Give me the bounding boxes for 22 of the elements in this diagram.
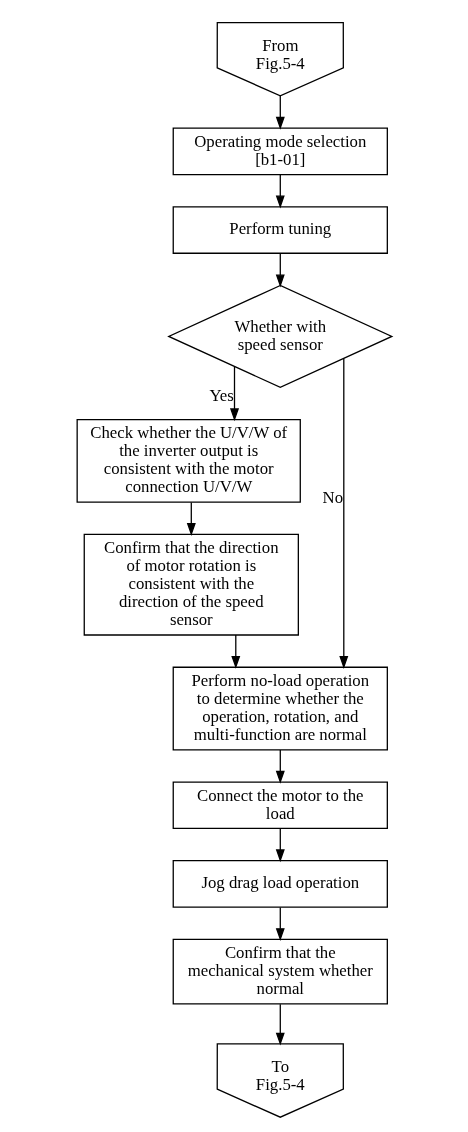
edge-label: No	[322, 487, 343, 507]
arrow	[229, 365, 239, 422]
arrow	[275, 174, 285, 209]
arrow	[275, 95, 285, 130]
node-box: Check whether the U/V/W of the inverter output is consistent with the motor connection U/V/W	[76, 418, 301, 503]
node-diamond: Whether with speed sensor	[166, 284, 393, 389]
edge-label: Yes	[208, 386, 234, 406]
node-box: Confirm that the mechanical system whether normal	[172, 938, 388, 1005]
arrow	[275, 828, 285, 863]
arrow	[275, 906, 285, 942]
arrow	[275, 1003, 285, 1046]
node-box: Perform tuning	[172, 206, 388, 254]
arrow	[230, 634, 240, 669]
arrow	[275, 253, 285, 288]
node-box: Confirm that the direction of motor rotation is consistent with the direction of the speed sensor	[83, 533, 299, 636]
node-box: Perform no-load operation to determine whether the operation, rotation, and multi-function are normal	[172, 666, 388, 751]
arrow	[338, 357, 348, 669]
arrow	[275, 749, 285, 784]
arrow	[186, 501, 196, 536]
node-box: Jog drag load operation	[172, 860, 388, 908]
node-box: Operating mode selection [b1-01]	[172, 127, 388, 176]
node-box: Connect the motor to the load	[172, 781, 388, 830]
